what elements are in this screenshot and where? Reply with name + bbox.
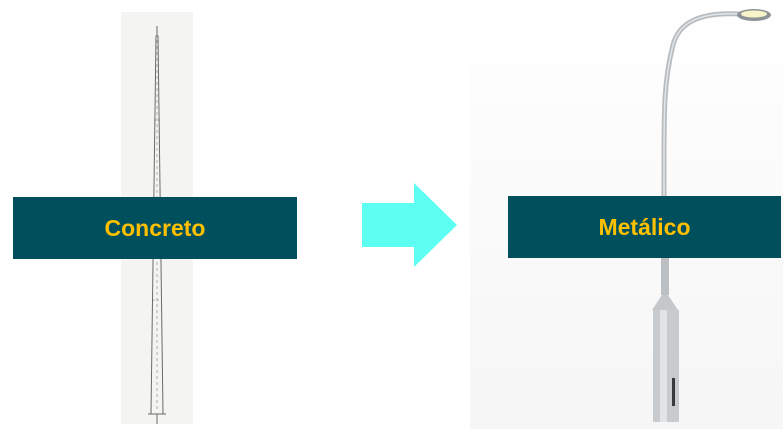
concrete-label-text: Concreto <box>104 214 206 241</box>
metal-label-text: Metálico <box>598 213 691 240</box>
concrete-label: Concreto <box>13 197 297 259</box>
metal-label: Metálico <box>508 196 781 258</box>
right-arrow-icon <box>362 183 457 267</box>
metal-street-light-drawing <box>652 9 771 422</box>
concrete-pole-drawing <box>148 26 166 424</box>
